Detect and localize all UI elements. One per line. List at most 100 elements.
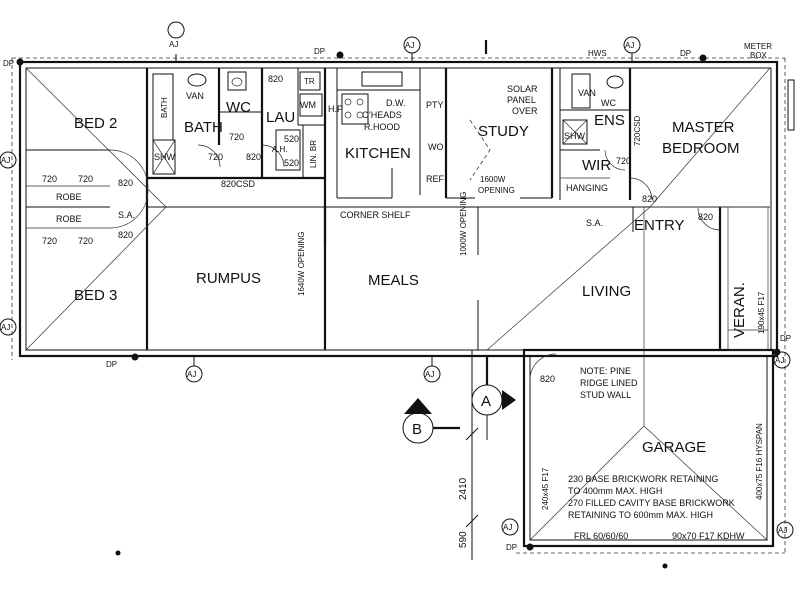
svg-text:AJ: AJ <box>169 40 178 49</box>
brickwork-note: TO 400mm MAX. HIGH <box>568 486 662 496</box>
room-master: MASTER <box>672 119 735 136</box>
aj-marker: AJ <box>0 151 17 169</box>
dim-520: 520 <box>284 158 299 168</box>
door-swings <box>109 144 721 381</box>
room-bed3: BED 3 <box>74 287 117 304</box>
note-label: NOTE: PINE <box>580 366 631 376</box>
dim-820: 820 <box>540 374 555 384</box>
corner-shelf-label: CORNER SHELF <box>340 210 411 220</box>
svg-text:AJ: AJ <box>775 356 784 365</box>
van-label: VAN <box>578 88 596 98</box>
hyspan-label: 400x75 F16 HYSPAN <box>755 423 764 500</box>
robe-label: ROBE <box>56 192 82 202</box>
aj-marker: AJ <box>0 318 17 336</box>
svg-text:AJ: AJ <box>1 323 10 332</box>
solar-label: OVER <box>512 106 538 116</box>
lintel-label: 90x70 F17 KDHW <box>672 531 745 541</box>
roof-lines <box>25 67 771 541</box>
csd-label: 820CSD <box>221 179 256 189</box>
aj-marker: AJ <box>185 356 203 383</box>
dim-720: 720 <box>229 132 244 142</box>
section-marker-b: B <box>402 398 460 444</box>
dim-820: 820 <box>118 230 133 240</box>
dim-720: 720 <box>42 236 57 246</box>
tr-label: TR <box>304 77 315 86</box>
hp-label: H.P <box>328 104 343 114</box>
solar-label: SOLAR <box>507 84 538 94</box>
dim-820: 820 <box>642 194 657 204</box>
note-label: STUD WALL <box>580 390 631 400</box>
lin-br-label: LIN. BR <box>309 140 318 168</box>
frl-label: FRL 60/60/60 <box>574 531 628 541</box>
solar-label: PANEL <box>507 95 536 105</box>
beam-label: 240x45 F17 <box>541 467 550 510</box>
robe-label: ROBE <box>56 214 82 224</box>
dp-label: DP <box>3 59 14 68</box>
van-label: VAN <box>186 91 204 101</box>
smoke-alarm-label: S.A. <box>118 210 135 220</box>
dp-label: DP <box>780 334 791 343</box>
veranda <box>727 79 795 351</box>
aj-marker: AJ <box>773 351 791 369</box>
bath-tub-label: BATH <box>160 97 169 118</box>
room-study: STUDY <box>478 123 529 140</box>
dimension-lines: 2410 590 <box>458 40 488 560</box>
svg-text:AJ: AJ <box>1 156 10 165</box>
wc-label: WC <box>601 98 616 108</box>
pty-label: PTY <box>426 100 444 110</box>
rhood-label: R.HOOD <box>364 122 401 132</box>
wm-label: WM <box>300 100 316 110</box>
svg-text:AJ: AJ <box>425 370 434 379</box>
dim-820: 820 <box>268 74 283 84</box>
brickwork-note: 230 BASE BRICKWORK RETAINING <box>568 474 718 484</box>
section-marker-a: A <box>471 355 516 440</box>
meter-label: BOX <box>750 51 768 60</box>
note-label: RIDGE LINED <box>580 378 638 388</box>
oheads-label: O'HEADS <box>362 110 402 120</box>
csd-label: 720CSD <box>633 116 642 146</box>
svg-text:AJ: AJ <box>503 523 512 532</box>
dp-label: DP <box>506 543 517 552</box>
internal-walls <box>26 68 770 350</box>
aj-marker: AJ <box>623 36 641 62</box>
svg-text:AJ: AJ <box>625 41 634 50</box>
outer-walls <box>11 57 786 554</box>
room-wc: WC <box>226 99 251 116</box>
room-ens: ENS <box>594 112 625 129</box>
room-labels: BED 2 BED 3 BATH WC LAU KITCHEN STUDY EN… <box>74 99 748 456</box>
room-garage: GARAGE <box>642 439 706 456</box>
dim-820: 820 <box>698 212 713 222</box>
shw-label: SHW <box>154 152 176 162</box>
ah-label: A.H. <box>272 145 288 154</box>
room-meals: MEALS <box>368 272 419 289</box>
room-rumpus: RUMPUS <box>196 270 261 287</box>
dim-2410: 2410 <box>458 477 469 500</box>
rumpus-opening-label: 1640W OPENING <box>297 232 306 296</box>
aj-markers: AJ AJ AJ AJ AJ AJ AJ <box>0 21 794 539</box>
meals-opening-label: 1000W OPENING <box>459 192 468 256</box>
brickwork-note: 270 FILLED CAVITY BASE BRICKWORK <box>568 498 735 508</box>
room-entry: ENTRY <box>634 217 685 234</box>
dim-520: 520 <box>284 134 299 144</box>
study-opening-label: 1600W <box>480 175 506 184</box>
meter-label: METER <box>744 42 772 51</box>
ref-label: REF <box>426 174 445 184</box>
room-veran: VERAN. <box>731 282 748 338</box>
dimension-labels: 720 720 720 720 820 820 720 720 820 820 … <box>42 74 713 384</box>
dim-720: 720 <box>208 152 223 162</box>
section-a-label: A <box>481 393 491 410</box>
aj-marker: AJ <box>167 21 185 62</box>
shw-label: SHW <box>564 131 586 141</box>
dim-720: 720 <box>616 156 631 166</box>
fixtures <box>152 71 624 181</box>
dim-590: 590 <box>458 531 469 548</box>
dp-label: DP <box>680 49 691 58</box>
hanging-label: HANGING <box>566 183 608 193</box>
dim-720: 720 <box>78 236 93 246</box>
svg-text:AJ: AJ <box>405 41 414 50</box>
dp-label: DP <box>106 360 117 369</box>
aj-marker: AJ <box>423 356 441 383</box>
room-lau: LAU <box>266 109 295 126</box>
room-living: LIVING <box>582 283 631 300</box>
